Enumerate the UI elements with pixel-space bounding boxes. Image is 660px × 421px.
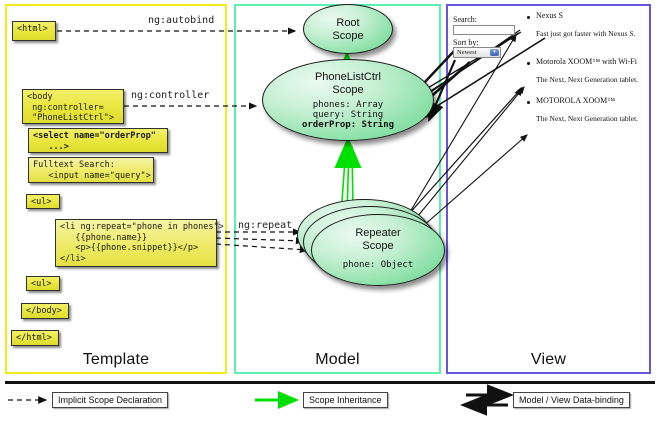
body-close-tag[interactable]: </body> xyxy=(21,303,69,319)
legend-implicit-scope-declaration: Implicit Scope Declaration xyxy=(52,392,169,408)
ul-open-tag[interactable]: <ul> xyxy=(26,194,60,209)
sort-select[interactable]: Newest ▾ xyxy=(453,47,501,58)
legend-scope-inheritance: Scope Inheritance xyxy=(303,392,388,408)
list-bullet xyxy=(527,16,530,19)
phonelistctrl-scope-props: phones: Array query: String xyxy=(312,100,384,120)
column-title-model: Model xyxy=(315,351,360,368)
phone-snippet: The Next, Next Generation tablet. xyxy=(536,75,639,84)
edge-label-repeat: ng:repeat xyxy=(238,220,293,231)
root-scope[interactable]: Root Scope xyxy=(303,4,393,54)
html-open-tag[interactable]: <html> xyxy=(12,21,56,41)
fulltext-search-input[interactable]: Fulltext Search: <input name="query"> xyxy=(28,157,154,183)
phonelistctrl-scope-props-bold: orderProp: String xyxy=(301,120,395,130)
phone-snippet: Fast just got faster with Nexus S. xyxy=(536,29,636,38)
repeater-scope-props: phone: Object xyxy=(342,260,414,270)
list-bullet xyxy=(527,62,530,65)
search-label: Search: xyxy=(453,15,477,24)
repeater-scope[interactable]: Repeater Scope phone: Object xyxy=(311,214,445,286)
column-title-view: View xyxy=(530,351,567,368)
phone-name[interactable]: MOTOROLA XOOM™ xyxy=(536,96,616,105)
sort-label: Sort by: xyxy=(453,38,479,47)
column-title-template: Template xyxy=(82,351,150,368)
phonelistctrl-scope[interactable]: PhoneListCtrl Scope phones: Array query:… xyxy=(262,59,434,141)
sort-select-value: Newest xyxy=(457,49,477,56)
phonelistctrl-scope-title: PhoneListCtrl Scope xyxy=(314,71,382,96)
ul-close-tag[interactable]: <ul> xyxy=(26,276,60,291)
edge-label-controller: ng:controller xyxy=(131,90,210,101)
edge-label-autobind: ng:autobind xyxy=(148,15,215,26)
li-repeat-tag[interactable]: <li ng:repeat="phone in phones"> {{phone… xyxy=(55,219,224,267)
phone-name[interactable]: Motorola XOOM™ with Wi-Fi xyxy=(536,57,637,66)
legend-model-view-data-binding: Model / View Data-binding xyxy=(513,392,630,408)
phone-snippet: The Next, Next Generation tablet. xyxy=(536,114,639,123)
legend-divider xyxy=(5,381,655,384)
repeater-scope-title: Repeater Scope xyxy=(355,227,401,252)
root-scope-title: Root Scope xyxy=(332,17,364,42)
select-tag[interactable]: <select name="orderProp" ...> xyxy=(28,128,168,153)
html-close-tag[interactable]: </html> xyxy=(11,330,59,346)
chevron-down-icon: ▾ xyxy=(490,49,499,56)
phone-name[interactable]: Nexus S xyxy=(536,11,563,20)
legend-icons xyxy=(8,384,514,416)
list-bullet xyxy=(527,101,530,104)
legend: Implicit Scope Declaration Scope Inherit… xyxy=(0,381,660,421)
search-input[interactable] xyxy=(453,25,515,35)
body-open-tag[interactable]: <body ng:controller= "PhoneListCtrl"> xyxy=(22,89,124,124)
